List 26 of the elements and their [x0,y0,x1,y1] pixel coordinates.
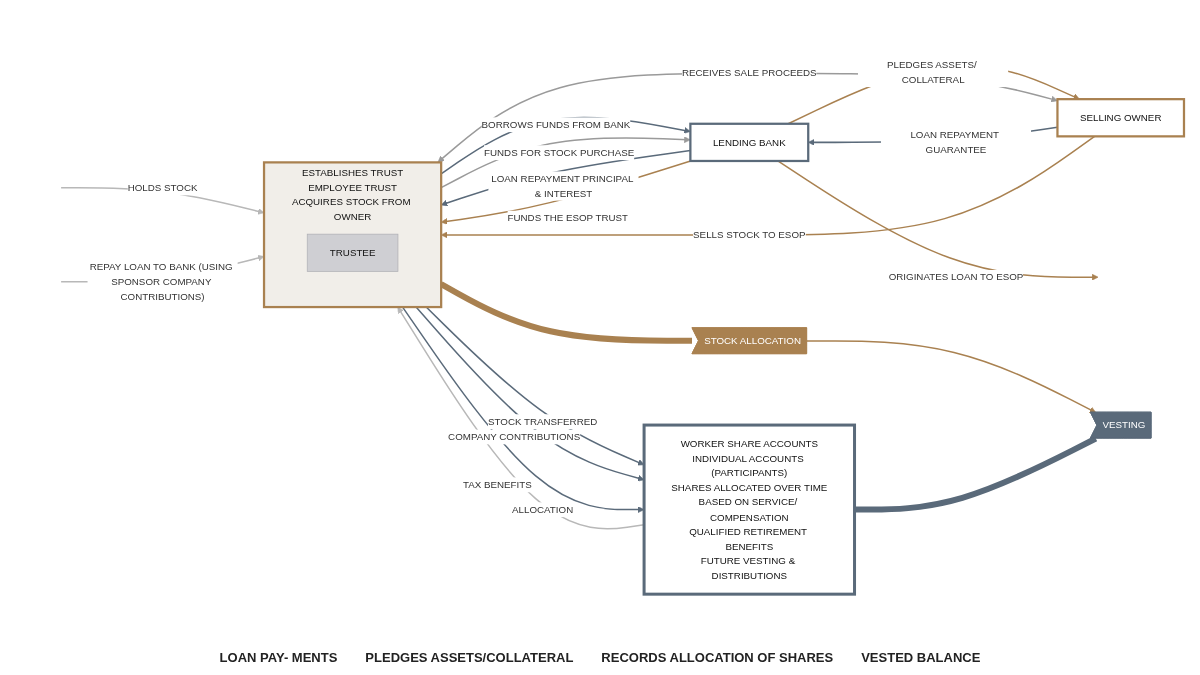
note-label: PLEDGES ASSETS/COLLATERAL [365,650,574,665]
node-box: SELLING OWNER [1056,98,1186,138]
edge-label: BORROWS FUNDS FROM BANK [481,118,631,131]
node-box: LENDING BANK [689,122,810,163]
arrow [806,340,1097,413]
edge-label: COMPANY CONTRIBUTIONS [448,430,581,443]
note-label: LOAN PAY- MENTS [219,650,338,665]
edge-label: ORIGINATES LOAN TO ESOP [888,271,1024,283]
node-box: WORKER SHARE ACCOUNTS INDIVIDUAL ACCOUNTS (PARTICIPANTS) SHARES ALLOCATED OVER TIME BASED ON SERVICE/ COMPENSATION QUALIFIED RETIREMENT BENEFITS FUTURE VESTING & DISTRIBUTIONS [642,423,857,596]
edge-label: TAX BENEFITS [462,478,532,491]
arrow [777,160,1099,281]
connector [854,435,1098,513]
edge-label: ALLOCATION [512,503,574,516]
edge-label: LOAN REPAYMENT PRINCIPAL & INTEREST [491,172,633,199]
edge-label: REPAY LOAN TO BANK (USING SPONSOR COMPANY CONTRIBUTIONS) [89,261,233,302]
node-box: TRUSTEE [306,233,399,272]
edge-label: LOAN REPAYMENT GUARANTEE [910,129,999,156]
note-label: VESTED BALANCE [861,650,981,665]
edge-label: FUNDS THE ESOP TRUST [507,212,629,224]
edge-label: STOCK TRANSFERRED [487,415,598,427]
edge-label: PLEDGES ASSETS/ COLLATERAL [887,59,977,86]
note-label: RECORDS ALLOCATION OF SHARES [601,650,834,665]
edge-label: RECEIVES SALE PROCEEDS [681,67,817,79]
edge-label: FUNDS FOR STOCK PURCHASE [484,146,635,158]
edge-label: SELLS STOCK TO ESOP [693,229,806,241]
edge-label: HOLDS STOCK [127,181,198,194]
